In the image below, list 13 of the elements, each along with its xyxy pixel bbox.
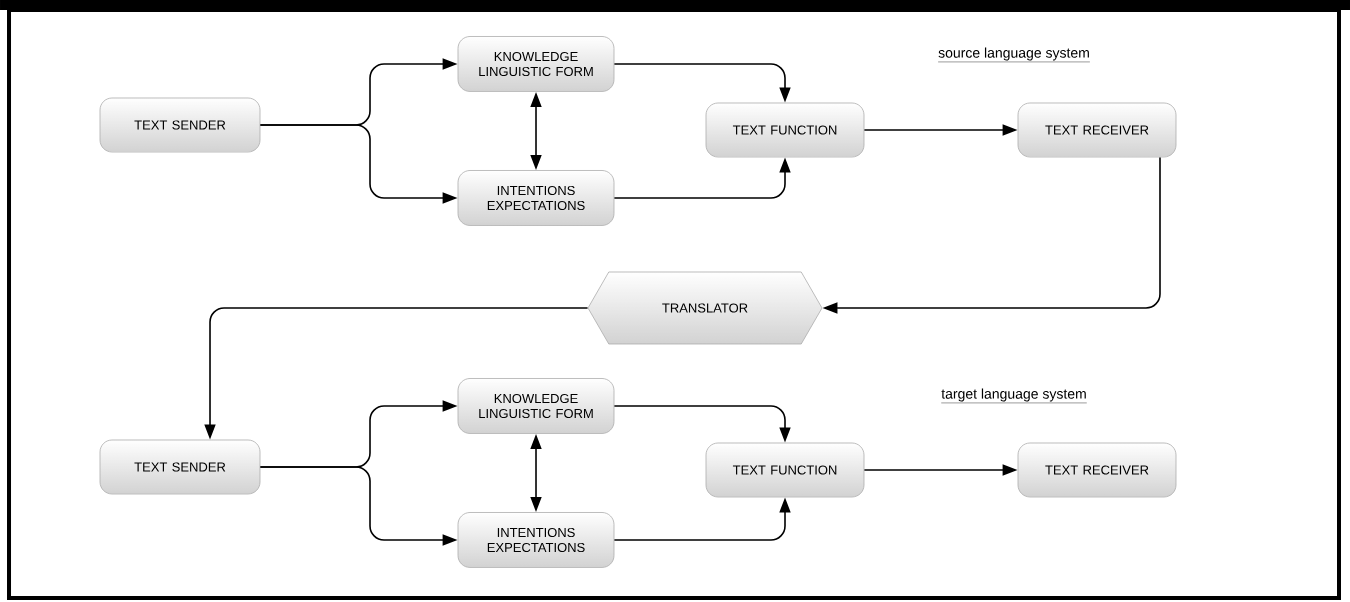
process-box: TEXT RECEIVER — [1017, 102, 1177, 158]
process-box: TEXT FUNCTION — [705, 442, 865, 498]
process-box: TEXT RECEIVER — [1017, 442, 1177, 498]
process-box: TEXT SENDER — [99, 97, 261, 153]
process-box: INTENTIONS EXPECTATIONS — [457, 512, 615, 568]
process-box: KNOWLEDGE LINGUISTIC FORM — [457, 378, 615, 434]
section-label: target language system — [941, 388, 1087, 404]
hexagon-node: TRANSLATOR — [587, 271, 823, 345]
process-box: INTENTIONS EXPECTATIONS — [457, 170, 615, 226]
section-label: source language system — [937, 47, 1091, 63]
process-box: TEXT FUNCTION — [705, 102, 865, 158]
process-box: TEXT SENDER — [99, 439, 261, 495]
process-box: KNOWLEDGE LINGUISTIC FORM — [457, 36, 615, 92]
